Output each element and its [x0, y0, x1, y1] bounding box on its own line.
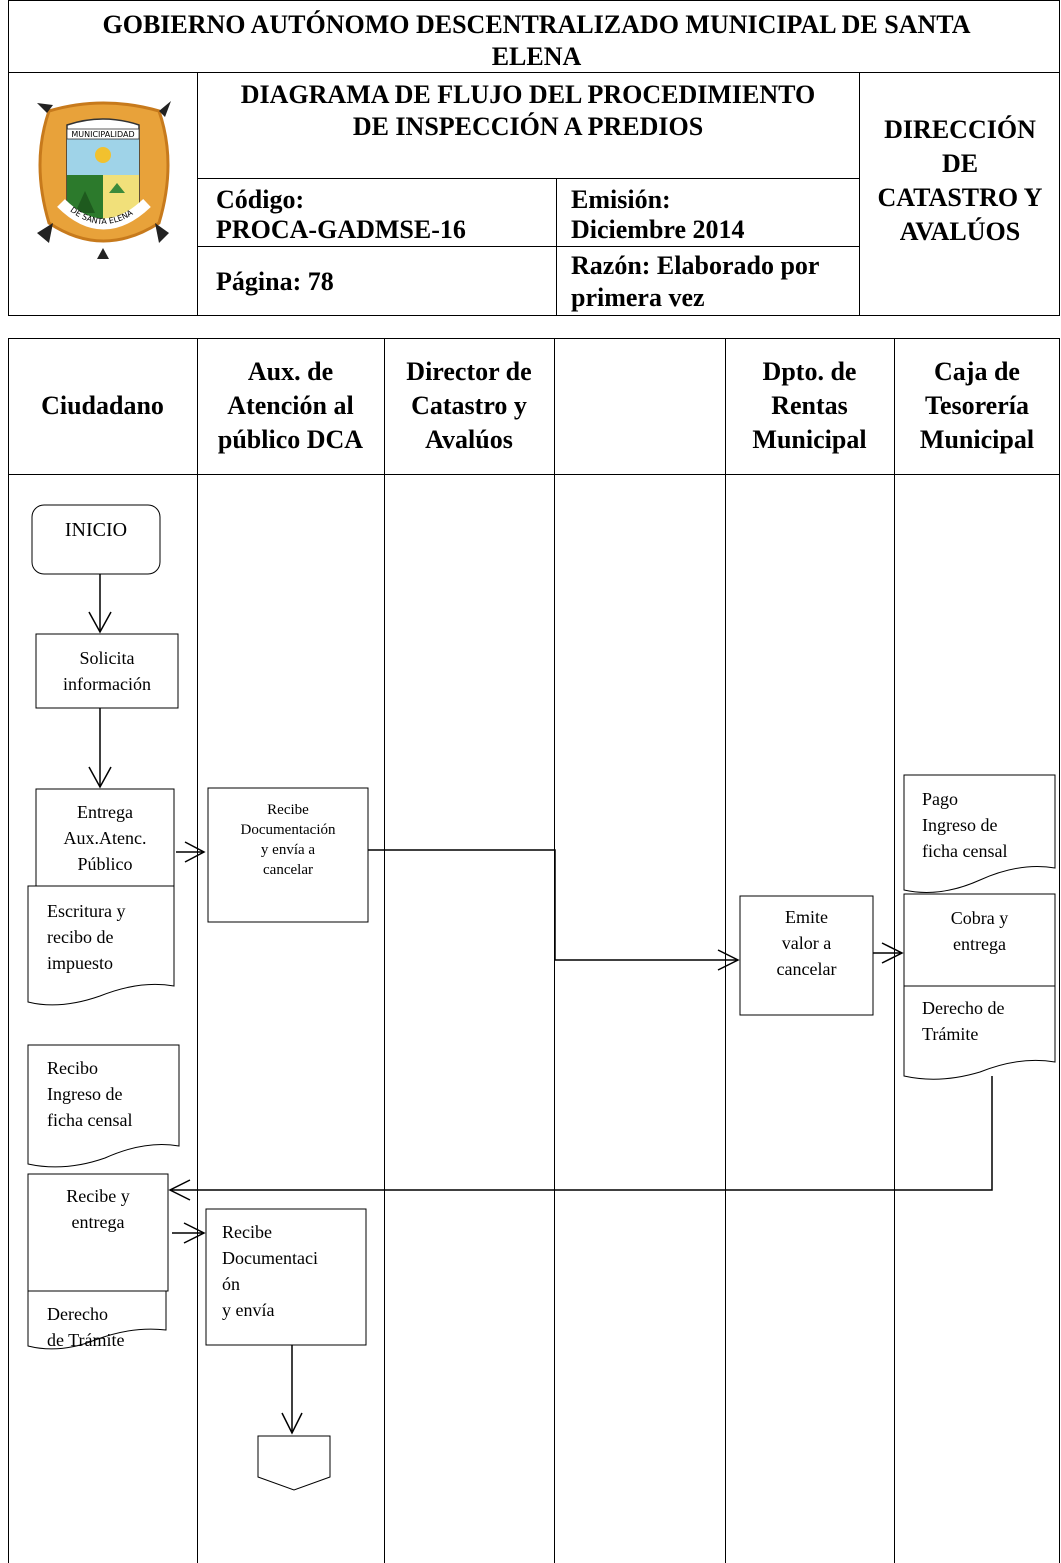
node-offpage-connector — [257, 1435, 331, 1491]
arrowhead-4 — [717, 949, 740, 971]
node-doc-derecho-caja — [903, 985, 1056, 1080]
label-inicio: INICIO — [64, 519, 128, 541]
lane-empty — [554, 338, 726, 475]
arrowhead-6 — [168, 1179, 191, 1201]
label-doc-recibo: Recibo Ingreso de ficha censal — [47, 1058, 133, 1130]
node-recibe-entrega — [27, 1173, 169, 1292]
node-doc-pago — [903, 774, 1056, 893]
arrowhead-2 — [88, 766, 112, 789]
node-solicita — [35, 633, 179, 709]
label-recibe-entrega: Recibe y entrega — [66, 1186, 130, 1232]
lane-rentas: Dpto. de Rentas Municipal — [725, 338, 895, 475]
arrowhead-1 — [88, 611, 112, 634]
node-recibe-doc-2 — [205, 1208, 367, 1346]
label-emite: Emite valor a cancelar — [776, 907, 837, 979]
node-doc-escritura — [27, 885, 175, 1006]
label-solicita: Solicita información — [63, 648, 151, 694]
logo-cell: MUNICIPALIDAD DE SANTA ELENA — [8, 72, 198, 316]
emission-value: Diciembre 2014 — [571, 215, 745, 244]
emission-cell: Emisión: Diciembre 2014 — [556, 178, 860, 247]
label-recibe-doc-2: Recibe Documentaci ón y envía — [222, 1222, 318, 1320]
arrowhead-5 — [881, 942, 904, 964]
node-recibe-doc-1 — [207, 787, 369, 923]
lane-ciudadano: Ciudadano — [8, 338, 198, 475]
diagram-title: DIAGRAMA DE FLUJO DEL PROCEDIMIENTO DE I… — [240, 80, 816, 141]
label-cobra: Cobra y entrega — [950, 908, 1009, 954]
lane-tesoreria: Caja de Tesorería Municipal — [894, 338, 1060, 475]
emission-label: Emisión: — [571, 185, 671, 214]
reason-cell: Razón: Elaborado por primera vez — [556, 246, 860, 316]
code-value: PROCA-GADMSE-16 — [216, 215, 466, 244]
reason-text: Razón: Elaborado por primera vez — [571, 251, 819, 312]
lanes-table — [8, 338, 1060, 1563]
node-cobra — [903, 893, 1056, 987]
lane-director-catastro: Director de Catastro y Avalúos — [384, 338, 555, 475]
municipality-logo: MUNICIPALIDAD DE SANTA ELENA — [37, 101, 171, 259]
arrow-recibe-emite — [368, 849, 738, 961]
header-org-cell: GOBIERNO AUTÓNOMO DESCENTRALIZADO MUNICI… — [8, 0, 1060, 73]
label-recibe-doc-1: Recibe Documentación y envía a cancelar — [240, 802, 336, 878]
arrowhead-3 — [184, 841, 206, 863]
label-doc-pago: Pago Ingreso de ficha censal — [922, 789, 1008, 861]
label-entrega: Entrega Aux.Atenc. Público — [63, 802, 147, 874]
node-doc-derecho-ciud — [27, 1290, 167, 1350]
code-label: Código: — [216, 185, 305, 214]
label-doc-escritura: Escritura y recibo de impuesto — [47, 901, 126, 973]
label-doc-derecho-caja: Derecho de Trámite — [922, 998, 1005, 1044]
arrow-caja-ciudadano — [170, 1076, 993, 1191]
node-inicio — [31, 504, 161, 575]
node-emite — [739, 895, 874, 1016]
logo-text-top: MUNICIPALIDAD — [71, 130, 134, 139]
lane-dividers — [197, 475, 895, 1563]
department-cell: DIRECCIÓN DE CATASTRO Y AVALÚOS — [859, 72, 1060, 316]
org-title: GOBIERNO AUTÓNOMO DESCENTRALIZADO MUNICI… — [102, 10, 971, 71]
node-doc-recibo — [27, 1044, 180, 1168]
label-doc-derecho-ciud: Derecho de Trámite — [47, 1304, 125, 1350]
lane-aux-atencion: Aux. de Atención al público DCA — [197, 338, 385, 475]
title-cell: DIAGRAMA DE FLUJO DEL PROCEDIMIENTO DE I… — [197, 72, 860, 179]
arrowhead-7 — [183, 1222, 206, 1244]
page-cell: Página: 78 — [197, 246, 557, 316]
arrowhead-8 — [281, 1412, 303, 1435]
page-number: Página: 78 — [216, 267, 334, 296]
department-name: DIRECCIÓN DE CATASTRO Y AVALÚOS — [877, 115, 1043, 246]
